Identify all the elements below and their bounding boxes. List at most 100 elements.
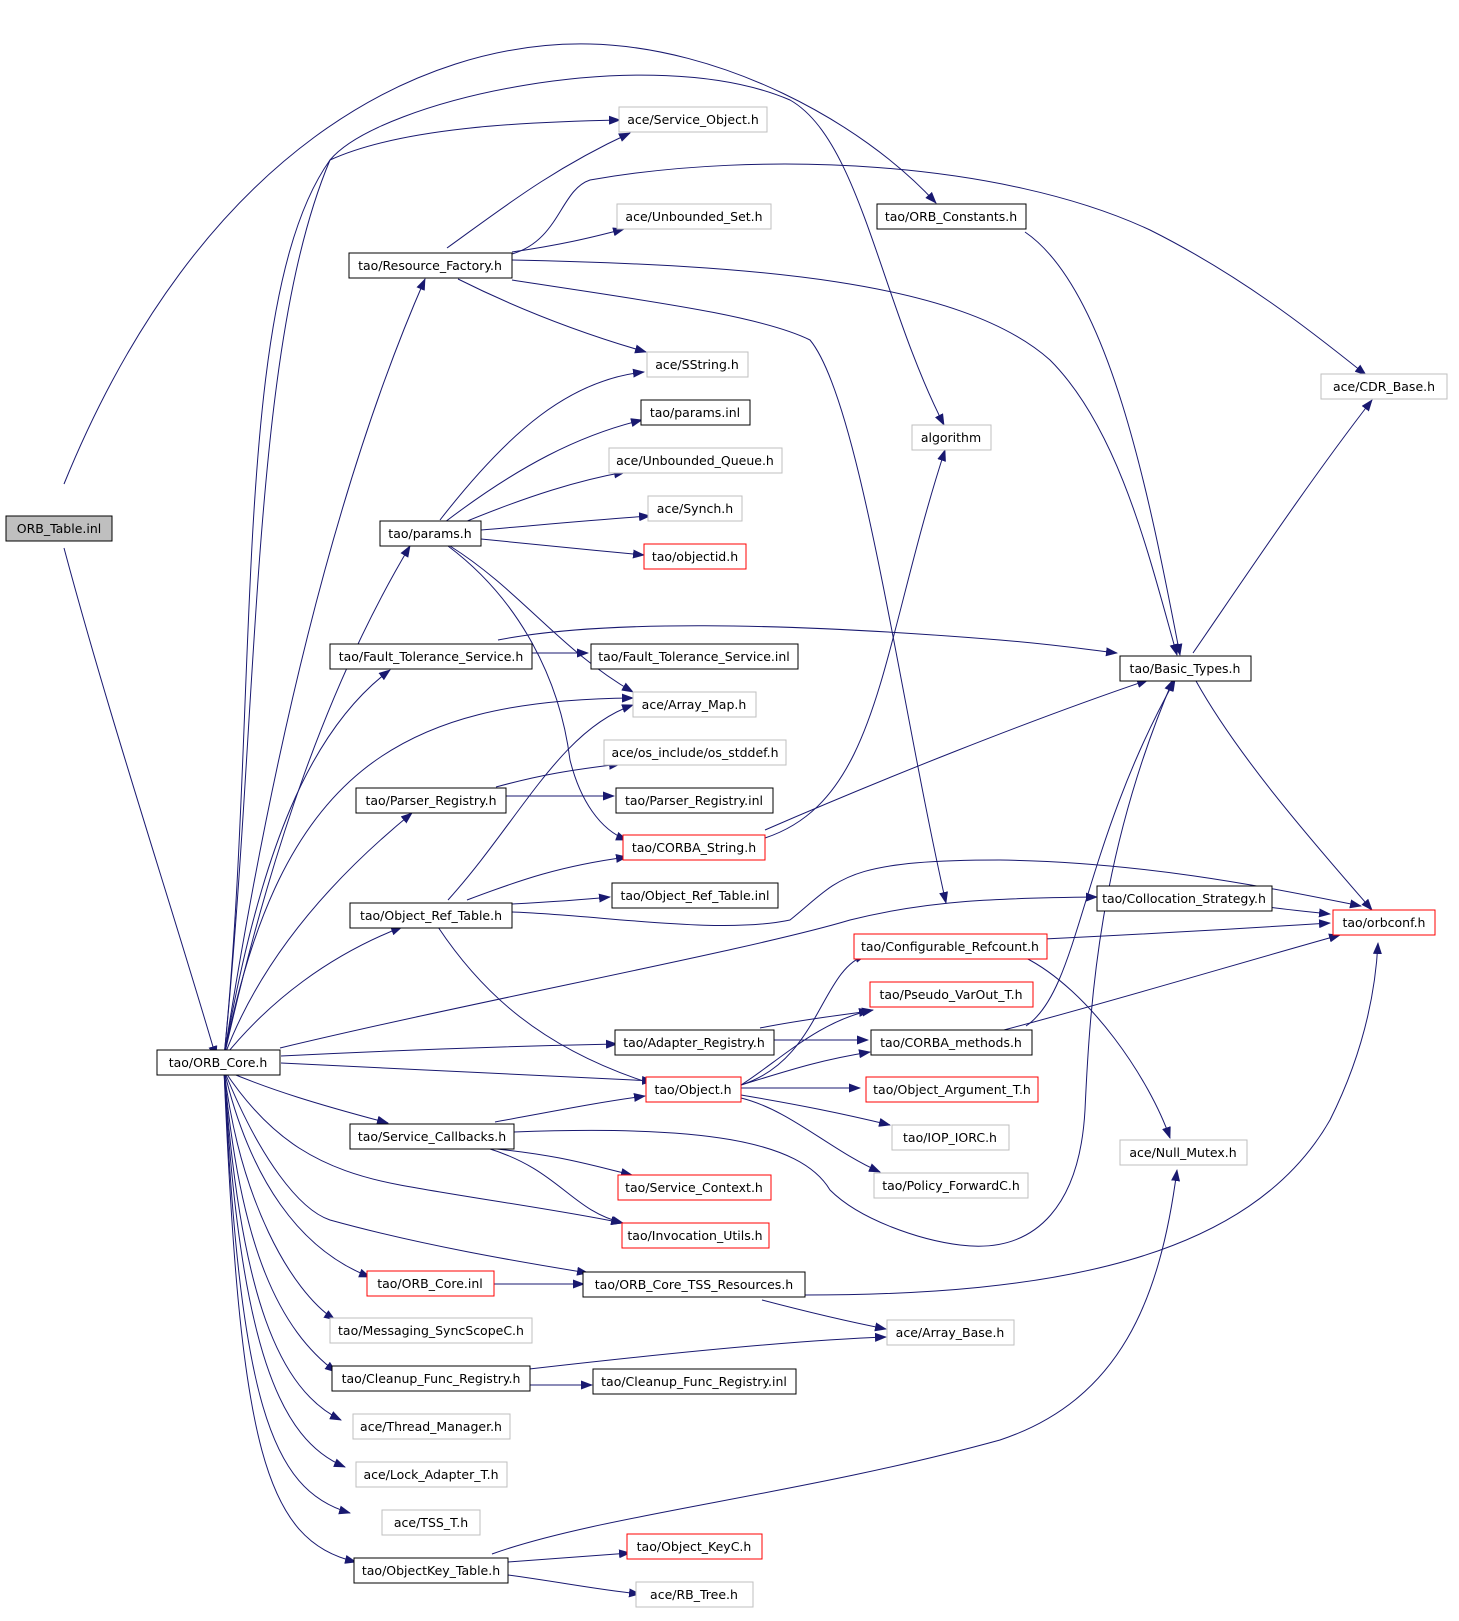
node-policy-forwardc[interactable]: tao/Policy_ForwardC.h (873, 1172, 1029, 1199)
node-cleanup-inl[interactable]: tao/Cleanup_Func_Registry.inl (592, 1368, 797, 1395)
edge (497, 625, 1118, 657)
edge (486, 1147, 633, 1177)
node-algorithm[interactable]: algorithm (911, 424, 992, 451)
node-objectkey-table[interactable]: tao/ObjectKey_Table.h (353, 1557, 509, 1584)
node-sstring[interactable]: ace/SString.h (646, 351, 749, 378)
node-orb-core-inl[interactable]: tao/ORB_Core.inl (366, 1270, 495, 1297)
node-configurable-refcount[interactable]: tao/Configurable_Refcount.h (853, 933, 1048, 960)
node-object-keyc[interactable]: tao/Object_KeyC.h (626, 1533, 763, 1560)
svg-text:ace/Thread_Manager.h: ace/Thread_Manager.h (360, 1419, 502, 1434)
svg-text:tao/Adapter_Registry.h: tao/Adapter_Registry.h (623, 1035, 765, 1050)
edge (804, 942, 1382, 1296)
node-orb-core[interactable]: tao/ORB_Core.h (156, 1049, 281, 1076)
svg-text:tao/Object_Ref_Table.h: tao/Object_Ref_Table.h (360, 908, 502, 923)
edge (480, 512, 651, 531)
node-invocation-utils[interactable]: tao/Invocation_Utils.h (621, 1222, 770, 1249)
edge (511, 259, 1179, 656)
edge (279, 892, 1098, 1049)
node-tss-t[interactable]: ace/TSS_T.h (381, 1509, 481, 1536)
svg-text:ace/Unbounded_Queue.h: ace/Unbounded_Queue.h (616, 453, 774, 468)
svg-text:tao/Basic_Types.h: tao/Basic_Types.h (1130, 661, 1241, 676)
node-fault-tolerance-inl[interactable]: tao/Fault_Tolerance_Service.inl (590, 643, 799, 670)
edge (280, 1039, 618, 1057)
node-orbconf[interactable]: tao/orbconf.h (1332, 909, 1436, 936)
node-object-ref-table-h[interactable]: tao/Object_Ref_Table.h (349, 902, 513, 929)
node-iop-iorc[interactable]: tao/IOP_IORC.h (891, 1124, 1010, 1151)
node-resource-factory[interactable]: tao/Resource_Factory.h (348, 252, 513, 279)
node-synch[interactable]: ace/Synch.h (647, 495, 743, 522)
edge (223, 1069, 346, 1468)
svg-text:ace/Array_Base.h: ace/Array_Base.h (896, 1325, 1005, 1340)
node-service-context[interactable]: tao/Service_Context.h (617, 1174, 772, 1201)
edge (511, 1332, 887, 1372)
svg-text:ace/os_include/os_stddef.h: ace/os_include/os_stddef.h (611, 745, 778, 760)
node-fault-tolerance-h[interactable]: tao/Fault_Tolerance_Service.h (329, 643, 533, 670)
svg-text:tao/orbconf.h: tao/orbconf.h (1343, 915, 1426, 930)
edge (511, 893, 611, 905)
node-collocation-strategy[interactable]: tao/Collocation_Strategy.h (1096, 885, 1273, 912)
node-orb-constants[interactable]: tao/ORB_Constants.h (876, 203, 1027, 230)
svg-text:tao/Invocation_Utils.h: tao/Invocation_Utils.h (627, 1228, 762, 1243)
node-corba-methods[interactable]: tao/CORBA_methods.h (870, 1029, 1033, 1056)
node-rb-tree[interactable]: ace/RB_Tree.h (635, 1581, 754, 1608)
node-orb-table[interactable]: ORB_Table.inl (5, 515, 113, 542)
node-parser-registry-inl[interactable]: tao/Parser_Registry.inl (615, 787, 774, 814)
node-params-h[interactable]: tao/params.h (379, 520, 482, 547)
node-thread-manager[interactable]: ace/Thread_Manager.h (352, 1413, 511, 1440)
edge (511, 227, 625, 253)
node-service-object[interactable]: ace/Service_Object.h (618, 106, 768, 133)
node-object-argument[interactable]: tao/Object_Argument_T.h (865, 1076, 1039, 1103)
edge (280, 1062, 654, 1085)
node-pseudo-varout[interactable]: tao/Pseudo_VarOut_T.h (869, 981, 1034, 1008)
edge (1267, 906, 1331, 918)
svg-text:ace/Unbounded_Set.h: ace/Unbounded_Set.h (625, 209, 762, 224)
node-cleanup-h[interactable]: tao/Cleanup_Func_Registry.h (331, 1365, 531, 1392)
edge (511, 279, 948, 904)
edge (511, 859, 1362, 926)
node-basic-types[interactable]: tao/Basic_Types.h (1119, 655, 1252, 682)
node-array-map[interactable]: ace/Array_Map.h (632, 691, 757, 718)
node-os-stddef[interactable]: ace/os_include/os_stddef.h (603, 739, 787, 766)
svg-text:tao/objectid.h: tao/objectid.h (652, 549, 738, 564)
edge (764, 679, 1149, 831)
edge (223, 812, 413, 1058)
node-array-base[interactable]: ace/Array_Base.h (886, 1319, 1015, 1346)
svg-text:ace/TSS_T.h: ace/TSS_T.h (394, 1515, 468, 1530)
edge (446, 132, 631, 249)
edge (457, 278, 647, 354)
node-adapter-registry[interactable]: tao/Adapter_Registry.h (614, 1029, 775, 1056)
svg-text:ace/Array_Map.h: ace/Array_Map.h (642, 697, 747, 712)
node-messaging-syncscope[interactable]: tao/Messaging_SyncScopeC.h (329, 1317, 533, 1344)
edge (223, 1069, 336, 1321)
node-object-ref-table-inl[interactable]: tao/Object_Ref_Table.inl (611, 882, 779, 909)
node-orb-core-tss[interactable]: tao/ORB_Core_TSS_Resources.h (582, 1271, 806, 1298)
edge (740, 954, 867, 1086)
edge (223, 1069, 351, 1515)
edge (447, 545, 628, 841)
edge (511, 163, 1367, 376)
node-corba-string[interactable]: tao/CORBA_String.h (622, 834, 766, 861)
edge (223, 669, 391, 1058)
svg-text:tao/Collocation_Strategy.h: tao/Collocation_Strategy.h (1102, 891, 1266, 906)
svg-text:tao/Fault_Tolerance_Service.in: tao/Fault_Tolerance_Service.inl (598, 649, 790, 664)
svg-text:tao/Configurable_Refcount.h: tao/Configurable_Refcount.h (861, 939, 1039, 954)
node-object-h[interactable]: tao/Object.h (645, 1076, 742, 1103)
svg-text:tao/Cleanup_Func_Registry.inl: tao/Cleanup_Func_Registry.inl (601, 1374, 787, 1389)
svg-text:tao/CORBA_methods.h: tao/CORBA_methods.h (880, 1035, 1022, 1050)
svg-text:ace/Null_Mutex.h: ace/Null_Mutex.h (1129, 1145, 1236, 1160)
node-cdr-base[interactable]: ace/CDR_Base.h (1320, 373, 1448, 400)
node-unbounded-set[interactable]: ace/Unbounded_Set.h (616, 203, 772, 230)
edge (1024, 231, 1183, 656)
nodes: ORB_Table.inl tao/ORB_Core.h tao/Resourc… (5, 106, 1448, 1608)
edge (223, 74, 945, 1058)
node-null-mutex[interactable]: ace/Null_Mutex.h (1119, 1139, 1248, 1166)
node-params-inl[interactable]: tao/params.inl (640, 399, 751, 426)
node-parser-registry-h[interactable]: tao/Parser_Registry.h (355, 787, 507, 814)
node-objectid[interactable]: tao/objectid.h (643, 543, 747, 570)
edge (437, 926, 660, 1088)
node-lock-adapter[interactable]: ace/Lock_Adapter_T.h (355, 1461, 508, 1488)
edge (63, 43, 937, 485)
node-unbounded-queue[interactable]: ace/Unbounded_Queue.h (608, 447, 783, 474)
node-service-callbacks[interactable]: tao/Service_Callbacks.h (349, 1123, 515, 1150)
